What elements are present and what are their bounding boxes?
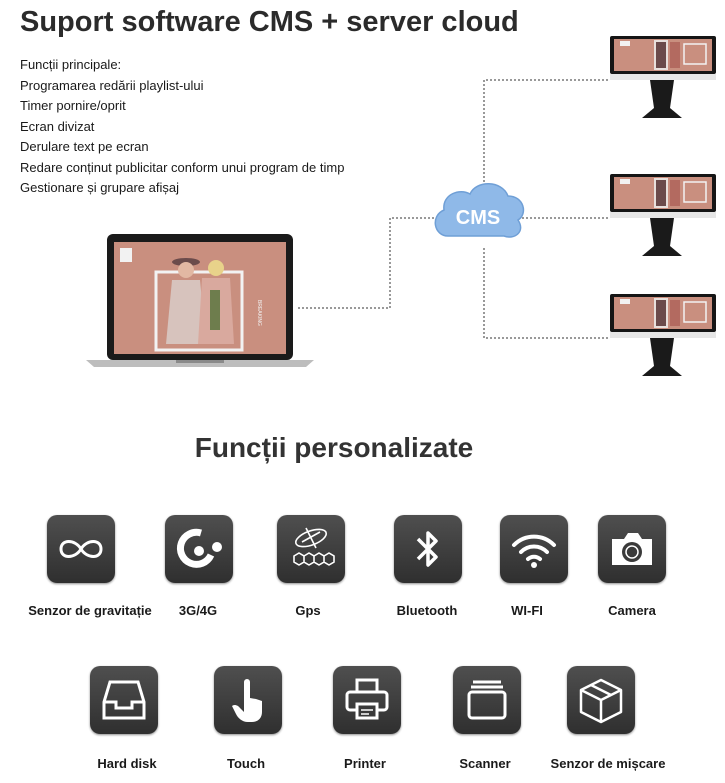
cms-network-diagram: CMS BREAKING [86,35,717,377]
label-motion-sensor: Senzor de mișcare [550,756,666,771]
label-3g-4g: 3G/4G [178,603,218,618]
cms-cloud: CMS [434,183,525,238]
cube-box-icon [567,666,635,734]
cellular-icon [165,515,233,583]
feature-item: Gestionare și grupare afișaj [20,180,179,195]
touch-hand-icon [214,666,282,734]
feature-item: Timer pornire/oprit [20,98,126,113]
label-gravity-sensor: Senzor de gravitație [28,603,152,618]
feature-item: Ecran divizat [20,118,95,134]
label-printer: Printer [344,756,386,771]
main-features-list: Funcții principale: Programarea redării … [20,55,344,199]
custom-functions-title: Funcții personalizate [194,432,474,463]
label-wifi: WI-FI [511,603,543,618]
label-gps: Gps [295,603,321,618]
cloud-to-kiosk-1-line [483,79,608,186]
connection-lines [298,79,608,339]
kiosk-display-2 [609,173,717,257]
wifi-icon [500,515,568,583]
hard-disk-icon [90,666,158,734]
label-bluetooth: Bluetooth [396,603,458,618]
kiosk-display-1 [609,35,717,119]
kiosk-display-3 [609,293,717,377]
scanner-icon [453,666,521,734]
feature-item: Programarea redării playlist-ului [20,77,204,93]
gps-satellite-icon [277,515,345,583]
infinity-icon [47,515,115,583]
label-touch: Touch [226,756,266,771]
laptop-illustration: BREAKING [86,234,314,367]
label-hard-disk: Hard disk [97,756,157,771]
features-heading: Funcții principale: [20,57,122,72]
cloud-label: CMS [456,207,500,229]
camera-icon [598,515,666,583]
cloud-to-kiosk-3-line [483,248,608,339]
feature-item: Derulare text pe ecran [20,139,149,154]
page-title: Suport software CMS + server cloud [20,6,519,38]
laptop-to-cloud-line [298,217,436,309]
label-scanner: Scanner [459,756,511,771]
feature-item: Redare conținut publicitar conform unui … [20,159,345,175]
printer-icon [333,666,401,734]
laptop-brand-mark: BREAKING [256,300,262,326]
bluetooth-icon [394,515,462,583]
label-camera: Camera [608,603,656,618]
